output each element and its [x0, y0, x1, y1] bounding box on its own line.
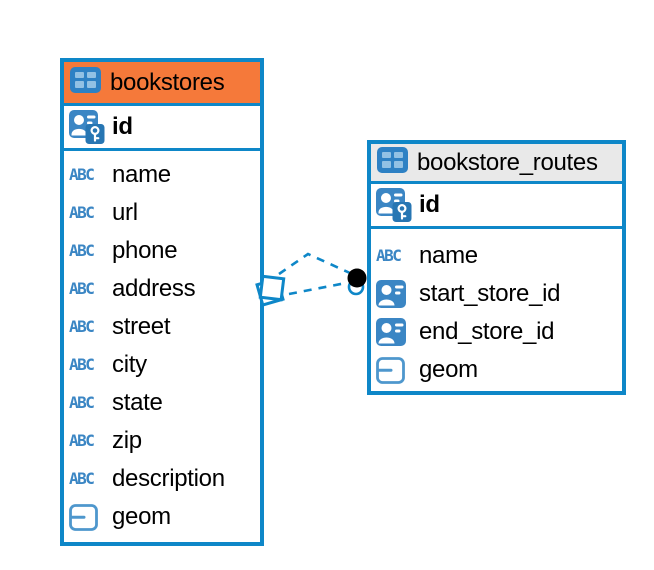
column-label: zip [112, 427, 142, 454]
table-column-row[interactable]: id [371, 184, 622, 226]
primary-key-section: id [371, 184, 622, 229]
geometry-type-icon [69, 503, 105, 531]
column-label: name [419, 242, 478, 269]
column-label: address [112, 275, 196, 302]
table-column-row[interactable]: ABC city [64, 346, 260, 384]
table-column-row[interactable]: id [64, 106, 260, 148]
table-column-row[interactable]: ABC phone [64, 232, 260, 270]
text-type-icon: ABC [69, 431, 95, 450]
column-label: geom [419, 356, 478, 383]
column-label: description [112, 465, 225, 492]
column-label: end_store_id [419, 318, 555, 345]
table-column-row[interactable]: start_store_id [371, 275, 622, 313]
text-type-icon: ABC [69, 203, 95, 222]
text-type-icon: ABC [69, 355, 95, 374]
primary-key-icon [69, 110, 105, 144]
text-type-icon: ABC [69, 393, 95, 412]
table-column-row[interactable]: ABC state [64, 384, 260, 422]
table-column-row[interactable]: ABC name [64, 156, 260, 194]
foreign-key-icon [376, 280, 412, 308]
column-label: start_store_id [419, 280, 561, 307]
table-column-row[interactable]: ABC description [64, 460, 260, 498]
table-grid-icon [70, 67, 101, 98]
text-type-icon: ABC [376, 246, 402, 265]
column-label: name [112, 161, 171, 188]
text-type-icon: ABC [69, 317, 95, 336]
foreign-key-icon [376, 318, 412, 346]
column-label: url [112, 199, 138, 226]
primary-key-icon [376, 188, 412, 222]
relationship-lines[interactable] [278, 252, 351, 296]
table-header[interactable]: bookstore_routes [371, 144, 622, 184]
table-title: bookstores [110, 68, 225, 96]
column-label: city [112, 351, 147, 378]
relationship-line-lower[interactable] [288, 281, 347, 296]
column-label: id [112, 113, 133, 140]
table-column-row[interactable]: geom [64, 498, 260, 536]
table-column-row[interactable]: ABC url [64, 194, 260, 232]
relationship-line-upper[interactable] [278, 252, 351, 276]
primary-key-section: id [64, 106, 260, 151]
table-bookstore-routes[interactable]: bookstore_routes id ABC name start_store_i… [367, 140, 626, 395]
table-column-row[interactable]: ABC address [64, 270, 260, 308]
text-type-icon: ABC [69, 165, 95, 184]
table-column-row[interactable]: ABC street [64, 308, 260, 346]
table-title: bookstore_routes [417, 148, 598, 176]
text-type-icon: ABC [69, 469, 95, 488]
dot-marker[interactable] [347, 268, 367, 296]
table-column-row[interactable]: ABC zip [64, 422, 260, 460]
column-label: id [419, 191, 440, 218]
column-label: street [112, 313, 171, 340]
table-header[interactable]: bookstores [64, 62, 260, 106]
table-column-row[interactable]: ABC name [371, 237, 622, 275]
column-label: geom [112, 503, 171, 530]
text-type-icon: ABC [69, 279, 95, 298]
table-column-row[interactable]: geom [371, 351, 622, 389]
table-grid-icon [377, 147, 408, 178]
text-type-icon: ABC [69, 241, 95, 260]
table-column-row[interactable]: end_store_id [371, 313, 622, 351]
geometry-type-icon [376, 356, 412, 384]
column-label: phone [112, 237, 178, 264]
column-label: state [112, 389, 163, 416]
